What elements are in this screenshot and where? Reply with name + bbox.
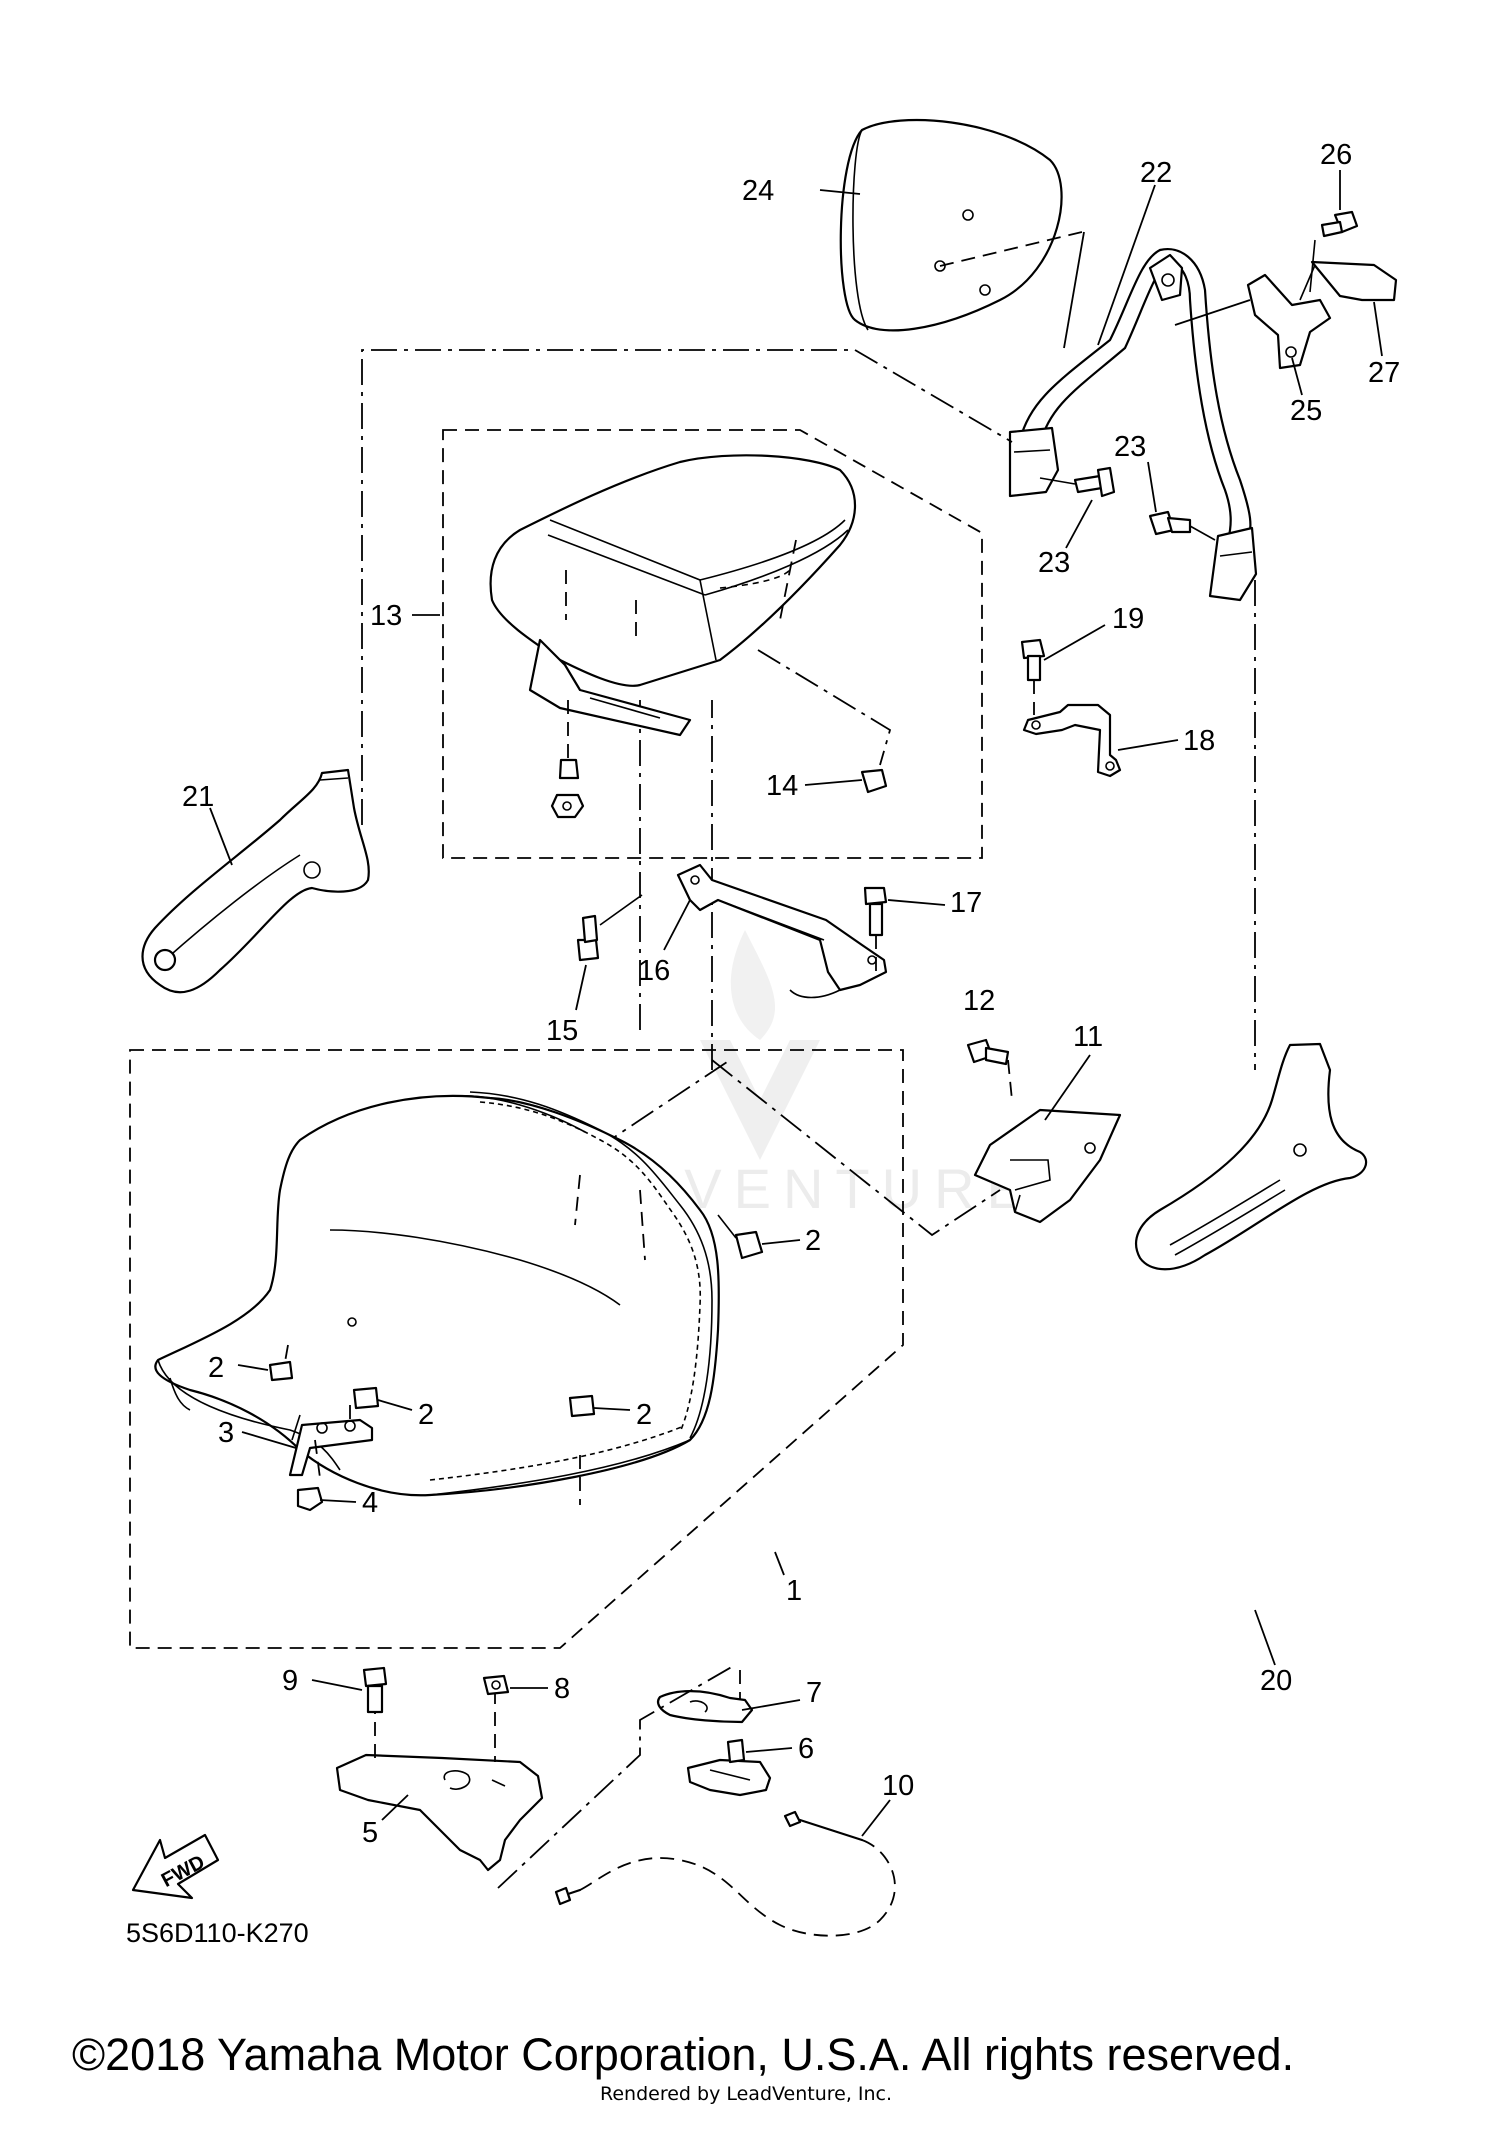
lock-6 [686,1738,772,1797]
nut-2-top-right [717,1214,764,1260]
stay-18 [1022,703,1122,778]
callout-19: 19 [1112,603,1144,635]
backrest-stay [1008,247,1258,602]
bracket-16 [676,863,888,999]
right-grab-bar [1135,1042,1368,1271]
bolt-17 [863,886,888,975]
bracket-11 [973,1108,1122,1224]
callout-10: 10 [882,1770,914,1802]
nut-4 [296,1486,324,1512]
callout-14: 14 [766,770,798,802]
nut-2-left [268,1344,294,1382]
callout-23: 23 [1114,431,1146,463]
nut-2-bottom [568,1394,596,1418]
callout-1: 1 [786,1575,802,1607]
bolt-26 [1309,210,1359,293]
callout-3: 3 [218,1417,234,1449]
callout-24: 24 [742,175,774,207]
callout-23: 23 [1038,547,1070,579]
callout-15: 15 [546,1015,578,1047]
callout-5: 5 [362,1817,378,1849]
callout-2: 2 [636,1399,652,1431]
callout-21: 21 [182,781,214,813]
bolt-9 [362,1666,388,1714]
callout-7: 7 [806,1677,822,1709]
callout-2: 2 [805,1225,821,1257]
passenger-seat-nut [550,700,585,819]
callout-18: 18 [1183,725,1215,757]
callout-labels: 1 2 2 2 2 3 4 5 6 7 8 9 10 11 12 13 14 1… [182,139,1400,1849]
rider-seat-group-boundary [129,1049,904,1649]
passenger-seat-group-boundary [442,429,983,859]
bracket-3 [288,1418,374,1479]
bolt-12 [966,1038,1013,1101]
callout-2: 2 [418,1399,434,1431]
fwd-arrow-icon: FWD [131,1833,220,1900]
backrest-pad [839,118,1083,332]
callout-20: 20 [1260,1665,1292,1697]
callout-13: 13 [370,600,402,632]
nut-8 [482,1674,510,1696]
callout-12: 12 [963,985,995,1017]
callout-11: 11 [1073,1021,1103,1053]
callout-27: 27 [1368,357,1400,389]
cable-10 [554,1810,896,1937]
callout-16: 16 [638,955,670,987]
callout-22: 22 [1140,157,1172,189]
callout-4: 4 [362,1487,378,1519]
lock-7 [656,1670,754,1724]
nut-14 [757,649,892,794]
bolt-23-left [1039,466,1116,498]
bracket-25 [1246,273,1332,370]
callout-6: 6 [798,1733,814,1765]
callout-2: 2 [208,1352,224,1384]
rendered-by-credit: Rendered by LeadVenture, Inc. [600,2083,892,2105]
cover-27 [1299,260,1398,302]
callout-17: 17 [950,887,982,919]
bolt-19 [1020,638,1046,715]
bolt-23-right [1148,510,1216,541]
passenger-seat [489,454,857,737]
copyright-notice: ©2018 Yamaha Motor Corporation, U.S.A. A… [72,2029,1294,2080]
callout-26: 26 [1320,139,1352,171]
rider-seat [154,1091,720,1505]
assembly-centerlines [361,349,1256,1237]
left-grab-bar [141,768,370,994]
lock-centerline [497,1664,736,1889]
bolt-15 [576,894,643,962]
callout-25: 25 [1290,395,1322,427]
diagram-code: 5S6D110-K270 [126,1918,309,1948]
callout-8: 8 [554,1673,570,1705]
nut-2-bottom-left [352,1386,380,1410]
plate-5 [335,1690,544,1872]
callout-9: 9 [282,1665,298,1697]
